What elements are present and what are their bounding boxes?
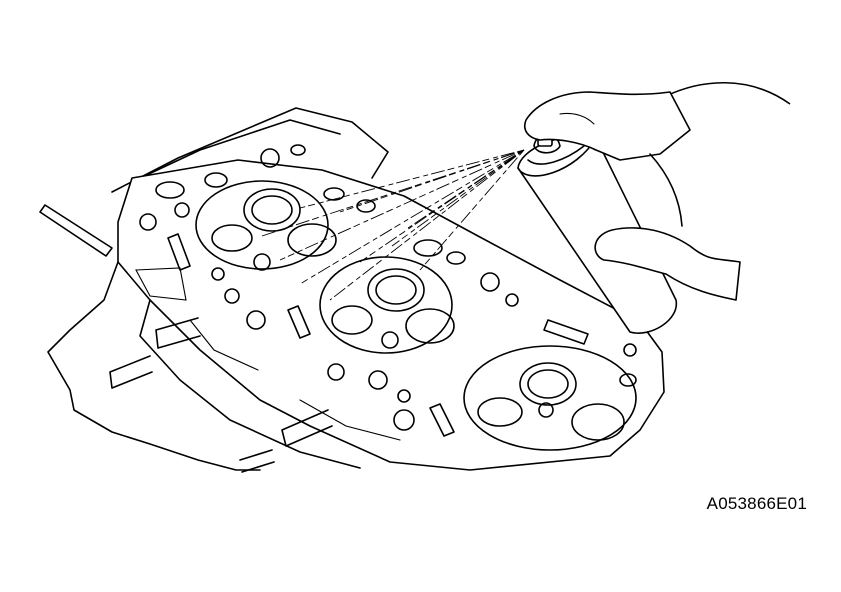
head-ports [139,144,637,437]
combustion-chamber-2 [319,256,455,354]
spray-can [517,133,677,334]
cylinder-head [39,107,665,473]
combustion-chamber-1 [195,180,337,271]
operator-hand [524,81,791,301]
figure-code-label: A053866E01 [706,494,807,513]
spray-mist [261,149,525,301]
combustion-chamber-3 [463,345,637,451]
